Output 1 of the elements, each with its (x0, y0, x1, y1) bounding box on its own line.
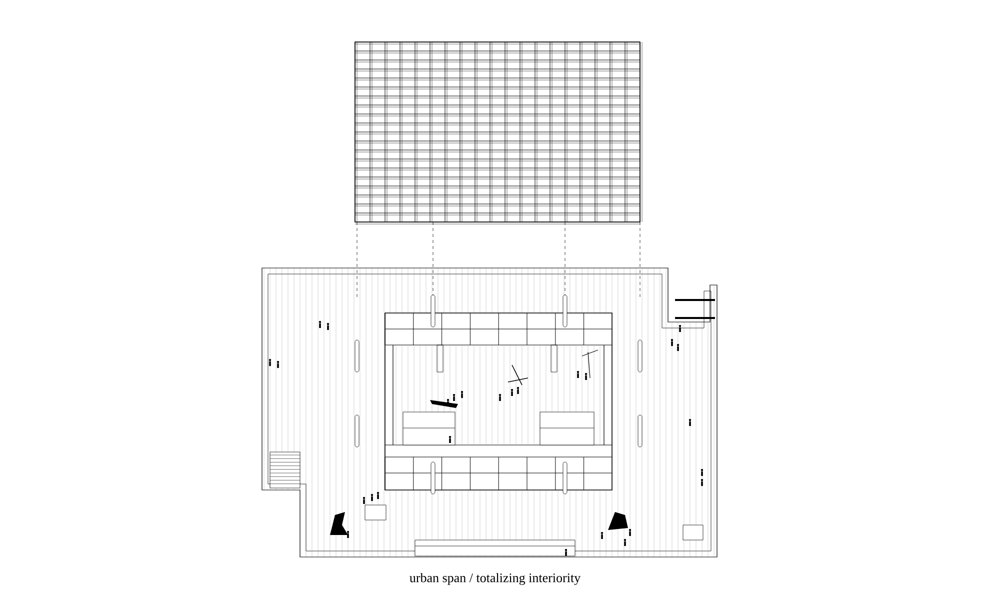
caption: urban span / totalizing interiority (410, 573, 581, 585)
